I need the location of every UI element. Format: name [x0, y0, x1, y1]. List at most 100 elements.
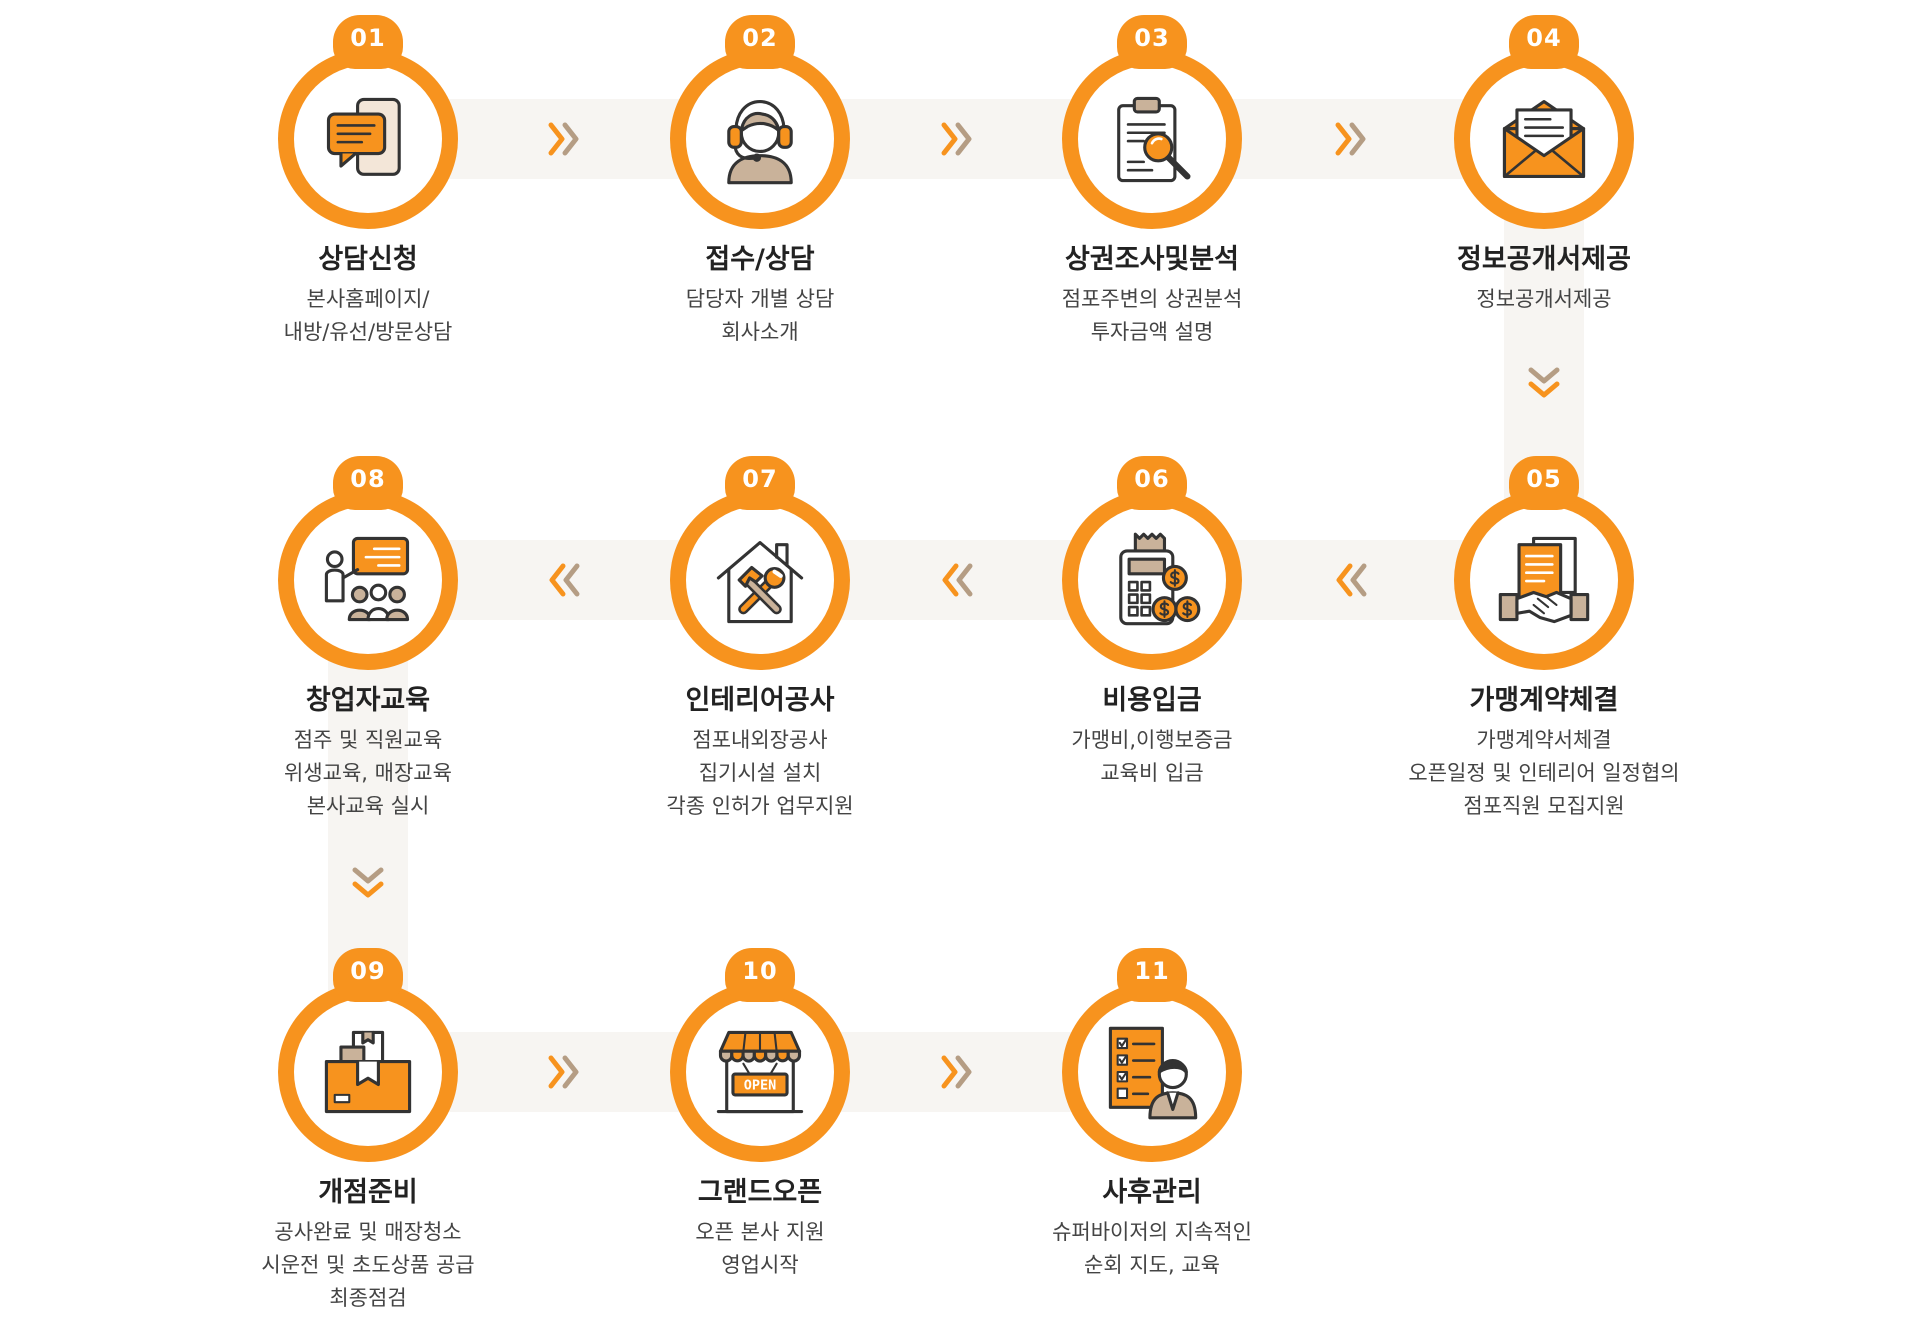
step-title: 사후관리: [1102, 1177, 1202, 1208]
step-description-line: 가맹비,이행보증금: [1071, 728, 1233, 752]
step-icon-disc: [294, 506, 442, 654]
step-title: 비용입금: [1102, 685, 1202, 716]
step-icon-disc: [1078, 65, 1226, 213]
chevron-down-icon: [350, 865, 386, 903]
step-description-line: 공사완료 및 매장청소: [274, 1220, 462, 1244]
chevron-right-icon: [546, 120, 582, 158]
chevron-left-icon: [1333, 561, 1369, 599]
step-description-line: 시운전 및 초도상품 공급: [261, 1253, 475, 1277]
chevron-down-icon: [1526, 365, 1562, 403]
step-number-badge: 04: [1509, 15, 1579, 69]
envelope-letter-icon: [1502, 100, 1586, 178]
step-description: 본사홈페이지/ 내방/유선/방문상담: [158, 283, 578, 349]
step-icon-disc: [1078, 998, 1226, 1146]
step-number-badge: 08: [333, 456, 403, 510]
step-icon-ring: [278, 49, 458, 229]
chevron-right-icon: [1333, 120, 1369, 158]
step-description: 점포내외장공사 집기시설 설치 각종 인허가 업무지원: [550, 724, 970, 823]
step-04: 04 정보공개서제공 정보공개서제공: [1334, 15, 1754, 389]
chevron-left-icon: [939, 561, 975, 599]
box-package-icon: [324, 1030, 412, 1114]
contract-handshake-icon: [1498, 536, 1590, 624]
step-description: 가맹계약서체결 오픈일정 및 인테리어 일정협의 점포직원 모집지원: [1334, 724, 1754, 823]
step-icon-ring: [1062, 982, 1242, 1162]
checklist-manager-icon: [1108, 1026, 1198, 1120]
step-number-badge: 02: [725, 15, 795, 69]
presentation-training-icon: [324, 536, 410, 622]
step-number-badge: 07: [725, 456, 795, 510]
step-description-line: 투자금액 설명: [1090, 320, 1214, 344]
step-title: 상권조사및분석: [1065, 244, 1239, 275]
step-description: 오픈 본사 지원 영업시작: [550, 1216, 970, 1282]
step-07: 07 인테리어공사 점포내외장공사 집기시설 설치 각종 인허가 업무지원: [550, 456, 970, 830]
chevron-right-icon: [939, 120, 975, 158]
step-08: 08 창업자교육 점주 및 직원교육 위생교육, 매장교육 본사교육 실시: [158, 456, 578, 830]
house-tools-icon: [716, 541, 804, 624]
step-number-badge: 11: [1117, 948, 1187, 1002]
step-description-line: 가맹계약서체결: [1476, 728, 1612, 752]
step-description-line: 점주 및 직원교육: [293, 728, 443, 752]
step-icon-disc: [294, 998, 442, 1146]
step-number-badge: 10: [725, 948, 795, 1002]
step-description: 점포주변의 상권분석 투자금액 설명: [942, 283, 1362, 349]
step-description-line: 본사교육 실시: [306, 794, 430, 818]
open-store-icon: OPEN: [716, 1030, 804, 1114]
step-icon-disc: [1078, 506, 1226, 654]
chevron-right-icon: [939, 1053, 975, 1091]
step-title: 인테리어공사: [685, 685, 835, 716]
step-description-line: 회사소개: [721, 320, 799, 344]
step-title: 그랜드오픈: [697, 1177, 823, 1208]
step-icon-disc: [686, 65, 834, 213]
step-description: 가맹비,이행보증금 교육비 입금: [942, 724, 1362, 790]
step-description-line: 영업시작: [721, 1253, 799, 1277]
step-icon-ring: [278, 982, 458, 1162]
step-description-line: 점포내외장공사: [692, 728, 828, 752]
step-icon-disc: OPEN: [686, 998, 834, 1146]
step-description-line: 정보공개서제공: [1476, 287, 1612, 311]
step-title: 상담신청: [318, 244, 418, 275]
step-title: 정보공개서제공: [1457, 244, 1631, 275]
chevron-left-icon: [546, 561, 582, 599]
step-description: 슈퍼바이저의 지속적인 순회 지도, 교육: [942, 1216, 1362, 1282]
open-sign-text: OPEN: [744, 1078, 777, 1094]
step-description-line: 오픈 본사 지원: [695, 1220, 825, 1244]
step-icon-disc: [1470, 65, 1618, 213]
step-03: 03 상권조사및분석 점포주변의 상권분석 투자금액 설명: [942, 15, 1362, 389]
step-title: 접수/상담: [705, 244, 815, 275]
step-description: 공사완료 및 매장청소 시운전 및 초도상품 공급 최종점검: [158, 1216, 578, 1315]
step-06: 06 비용입금 가맹비,이행보증금 교육비 입금: [942, 456, 1362, 830]
step-description-line: 순회 지도, 교육: [1084, 1253, 1220, 1277]
step-description-line: 오픈일정 및 인테리어 일정협의: [1408, 761, 1680, 785]
step-icon-ring: [670, 490, 850, 670]
step-description-line: 교육비 입금: [1100, 761, 1204, 785]
step-title: 가맹계약체결: [1469, 685, 1619, 716]
step-02: 02 접수/상담 담당자 개별 상담 회사소개: [550, 15, 970, 389]
step-description-line: 슈퍼바이저의 지속적인: [1052, 1220, 1252, 1244]
headset-agent-icon: [727, 100, 793, 185]
step-icon-disc: [294, 65, 442, 213]
step-description-line: 본사홈페이지/: [306, 287, 430, 311]
step-description: 정보공개서제공: [1334, 283, 1754, 316]
step-description-line: 각종 인허가 업무지원: [666, 794, 854, 818]
step-title: 개점준비: [318, 1177, 418, 1208]
step-number-badge: 09: [333, 948, 403, 1002]
step-icon-disc: [1470, 506, 1618, 654]
step-description: 점주 및 직원교육 위생교육, 매장교육 본사교육 실시: [158, 724, 578, 823]
step-number-badge: 06: [1117, 456, 1187, 510]
step-icon-ring: [670, 49, 850, 229]
step-icon-ring: OPEN: [670, 982, 850, 1162]
chat-message-icon: [326, 97, 401, 176]
step-number-badge: 01: [333, 15, 403, 69]
step-description-line: 담당자 개별 상담: [685, 287, 835, 311]
step-icon-disc: [686, 506, 834, 654]
calculator-coins-icon: [1119, 532, 1201, 626]
step-description-line: 내방/유선/방문상담: [283, 320, 453, 344]
step-icon-ring: [278, 490, 458, 670]
step-description: 담당자 개별 상담 회사소개: [550, 283, 970, 349]
step-05: 05 가맹계약체결 가맹계약서체결 오픈일정 및 인테리어 일정협의 점포직원 …: [1334, 456, 1754, 830]
step-description-line: 위생교육, 매장교육: [284, 761, 452, 785]
step-number-badge: 05: [1509, 456, 1579, 510]
step-11: 11 사후관리 슈퍼바이저의 지속적인 순회 지도, 교육: [942, 948, 1362, 1322]
clipboard-search-icon: [1117, 96, 1191, 183]
step-icon-ring: [1062, 49, 1242, 229]
